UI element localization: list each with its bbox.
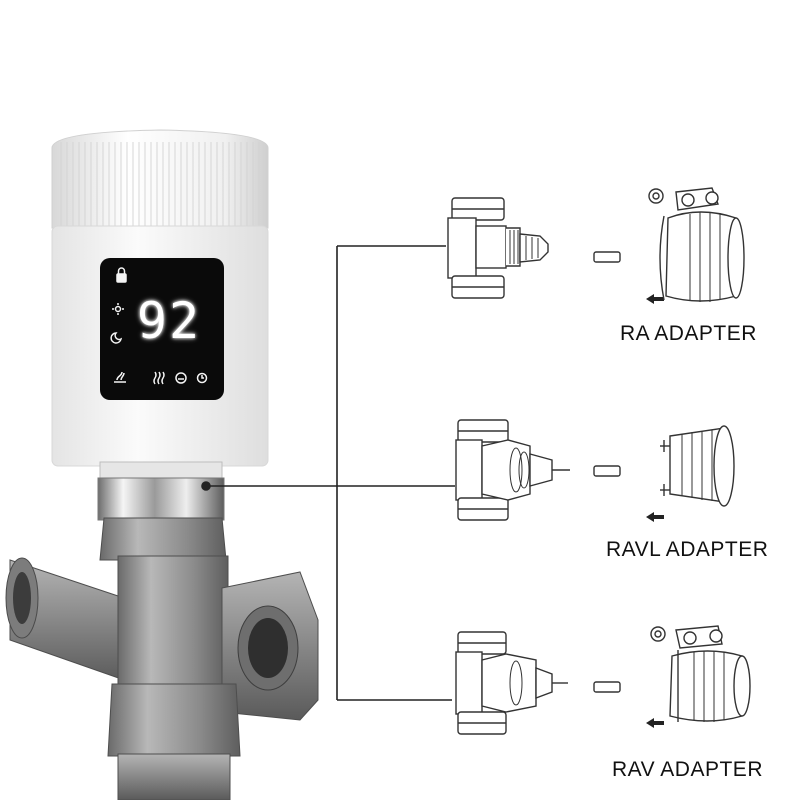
connector-lines [201, 245, 455, 701]
ra-valve-drawing [447, 197, 549, 299]
valve-body [5, 517, 319, 800]
valve-center [117, 555, 229, 687]
ra-arrow-icon [646, 294, 664, 304]
rav-pin [593, 681, 621, 693]
moon-icon [110, 332, 123, 344]
ra-adapter-label: RA ADAPTER [620, 322, 757, 345]
valve-bottom-nut [107, 683, 241, 757]
ra-pin [593, 251, 621, 263]
cap-ribs [58, 142, 262, 226]
ravl-valve-drawing [455, 419, 570, 521]
rav-valve-drawing [455, 631, 568, 735]
rav-arrow-icon [646, 718, 664, 728]
window-icon [153, 371, 165, 385]
ravl-arrow-icon [646, 512, 664, 522]
rav-adapter-label: RAV ADAPTER [612, 758, 763, 781]
boost-icon [175, 372, 187, 384]
display-icons [110, 267, 208, 385]
valve-bottom-cap [117, 753, 231, 800]
clock-icon [196, 372, 208, 384]
display-panel [100, 258, 224, 400]
sun-icon [112, 303, 124, 315]
heat-icon [114, 371, 126, 383]
valve-top-nut [99, 517, 227, 561]
rav-adapter-ring [650, 625, 751, 722]
display-digits: 92 [136, 292, 202, 350]
ra-adapter-ring [648, 187, 745, 302]
ravl-pin [593, 465, 621, 477]
ravl-adapter-ring [660, 425, 735, 507]
ravl-adapter-diagram [455, 419, 735, 522]
rav-adapter-diagram [455, 625, 751, 735]
lock-icon [116, 267, 127, 283]
ravl-adapter-label: RAVL ADAPTER [606, 538, 769, 561]
thermostat-head [51, 129, 269, 521]
ra-adapter-diagram [447, 187, 745, 304]
